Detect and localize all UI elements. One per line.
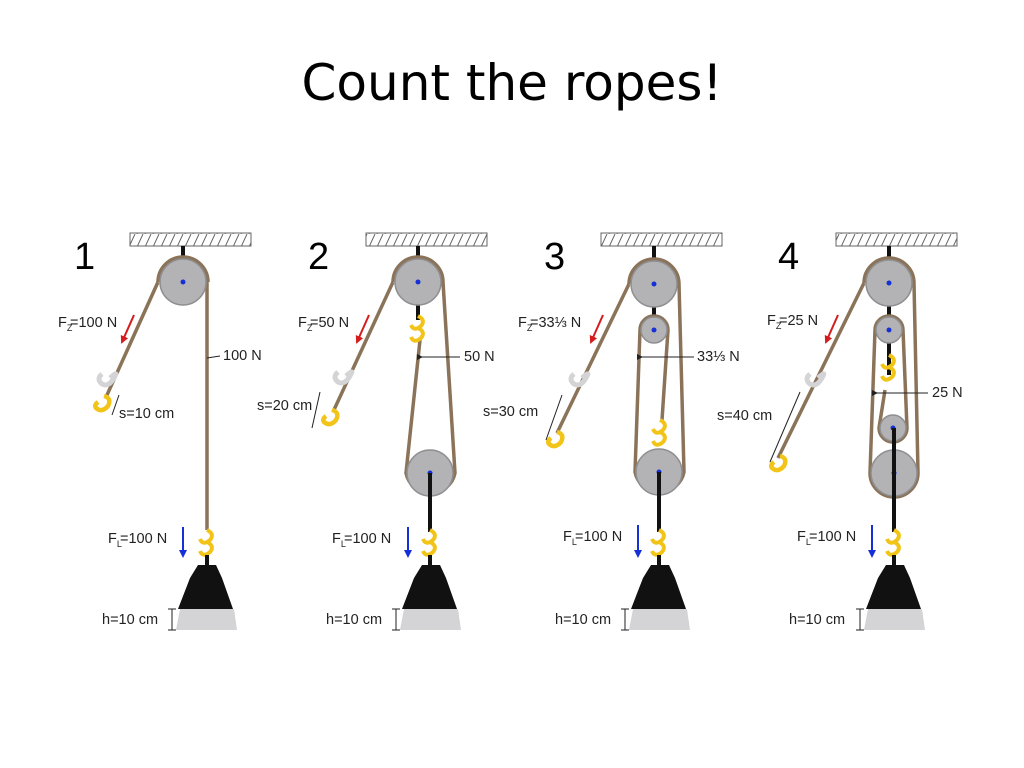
pull-arrow	[120, 314, 135, 344]
height-label: h=10 cm	[102, 612, 158, 628]
hook	[885, 528, 901, 557]
hook	[198, 528, 214, 557]
distance-line	[769, 391, 801, 463]
floor-ghost	[400, 609, 461, 630]
weight	[178, 565, 233, 609]
rope-force-label: 50 N	[464, 349, 495, 365]
pulley-axle	[651, 327, 657, 333]
pull-force-label: =25 N	[779, 313, 818, 329]
ceiling	[365, 232, 488, 247]
rope-force-label: 33⅓ N	[697, 349, 740, 365]
rope	[156, 255, 210, 283]
pulley-axle	[886, 327, 892, 333]
height-label: h=10 cm	[789, 612, 845, 628]
rope	[555, 283, 631, 434]
load-force-label: =100 N	[120, 531, 167, 547]
setup-3: 3 FZ =33⅓ N 33⅓ N s=30 cm FL =100 N h=10…	[483, 232, 740, 631]
pulley-axle	[180, 279, 186, 285]
pull-force-label: =33⅓ N	[530, 315, 581, 331]
pull-arrow	[824, 314, 839, 344]
setup-4: 4 FZ =25 N 25 N s=40 cm FL =100 N h=1	[717, 232, 963, 631]
rope	[331, 281, 395, 413]
pull-force-label: =50 N	[310, 315, 349, 331]
floor-ghost	[864, 609, 925, 630]
setup-number: 4	[778, 236, 799, 278]
floor-ghost	[629, 609, 690, 630]
hook-ghost	[332, 369, 355, 386]
hook	[651, 418, 667, 447]
hook	[546, 429, 565, 449]
rope	[862, 256, 920, 499]
weight	[866, 565, 921, 609]
distance-line	[111, 394, 120, 416]
hook	[93, 393, 112, 413]
distance-line	[545, 394, 563, 441]
pulley-axle	[651, 281, 657, 287]
weight	[631, 565, 686, 609]
ceiling	[600, 232, 723, 247]
floor-ghost	[176, 609, 237, 630]
load-force-label: =100 N	[344, 531, 391, 547]
height-label: h=10 cm	[326, 612, 382, 628]
pulley-axle	[415, 279, 421, 285]
setup-2: 2 FZ =50 N 50 N s=20 cm FL =100 N h=10 c…	[257, 232, 495, 631]
distance-label: s=20 cm	[257, 398, 312, 414]
distance-line	[311, 391, 321, 429]
hook	[650, 528, 666, 557]
hook-ghost	[804, 371, 827, 388]
distance-label: s=30 cm	[483, 404, 538, 420]
setup-number: 2	[308, 236, 329, 278]
ceiling	[835, 232, 958, 247]
hook	[421, 528, 437, 557]
distance-label: s=40 cm	[717, 408, 772, 424]
hook	[880, 353, 896, 382]
load-force-label: =100 N	[809, 529, 856, 545]
pull-arrow	[589, 314, 604, 344]
ceiling	[129, 232, 252, 247]
rope-force-label: 25 N	[932, 385, 963, 401]
pulley-axle	[886, 280, 892, 286]
hook	[321, 407, 340, 427]
hook-ghost	[568, 371, 591, 388]
pull-arrow	[355, 314, 370, 344]
setup-number: 3	[544, 236, 565, 278]
slide-title: Count the ropes!	[301, 54, 723, 112]
weight	[402, 565, 457, 609]
hook-ghost	[96, 371, 119, 388]
setup-number: 1	[74, 236, 95, 278]
setup-1: 1 FZ =100 N 100 N s=10 cm FL =100 N h=10…	[58, 232, 262, 631]
height-label: h=10 cm	[555, 612, 611, 628]
hook	[409, 314, 425, 343]
rope-force-label: 100 N	[223, 348, 262, 364]
hook	[769, 453, 788, 473]
load-force-label: =100 N	[575, 529, 622, 545]
distance-label: s=10 cm	[119, 406, 174, 422]
rope	[776, 282, 866, 459]
pull-force-label: =100 N	[70, 315, 117, 331]
